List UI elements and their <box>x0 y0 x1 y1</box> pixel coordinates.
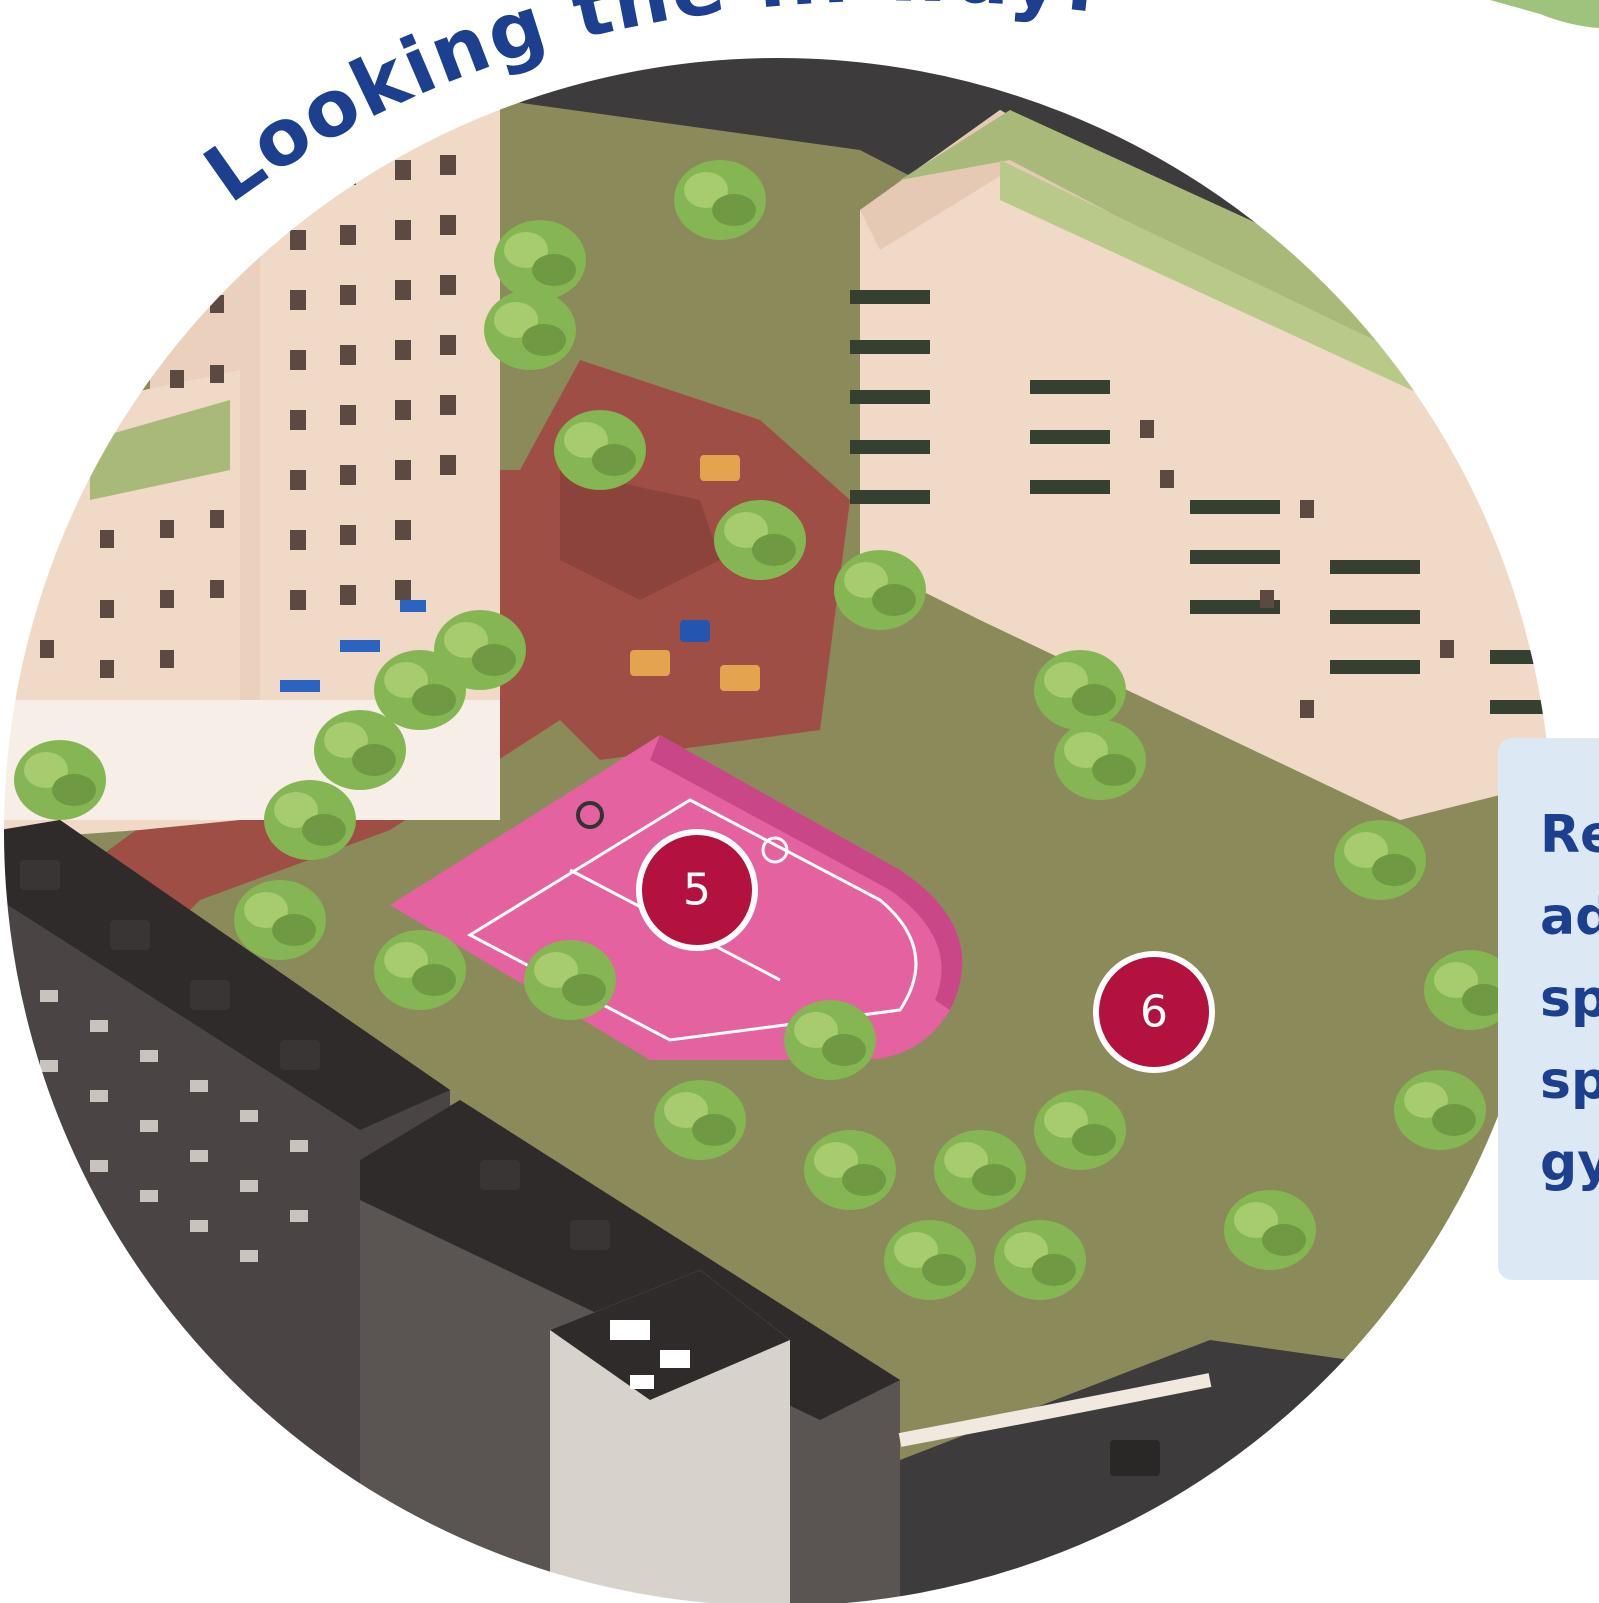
info-panel: Re ad sp sp gy <box>1498 738 1599 1280</box>
info-line-3: sp <box>1540 969 1599 1029</box>
info-line-1: Re <box>1540 805 1599 865</box>
info-line-4: sp <box>1540 1051 1599 1111</box>
marker-5-label: 5 <box>683 865 711 916</box>
info-line-2: ad <box>1540 887 1599 947</box>
marker-5[interactable]: 5 <box>636 829 758 951</box>
marker-6-label: 6 <box>1140 987 1168 1038</box>
info-line-5: gy <box>1540 1133 1599 1193</box>
residential-block-right <box>860 110 1553 820</box>
marker-6[interactable]: 6 <box>1093 951 1215 1073</box>
corner-swatch <box>1490 0 1599 28</box>
